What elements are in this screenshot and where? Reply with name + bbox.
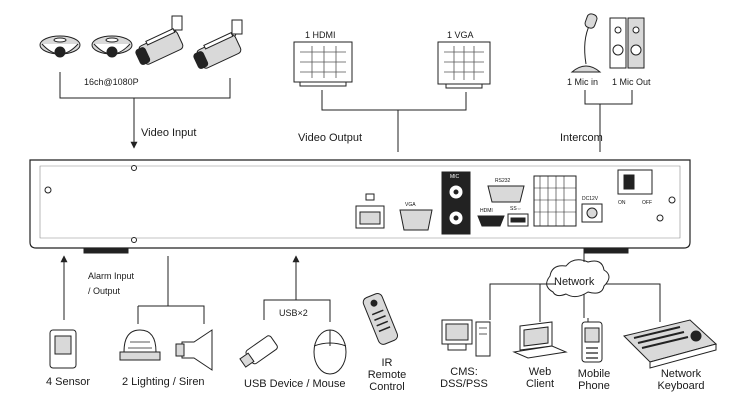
network-keyboard-icon (623, 319, 718, 369)
microphone-icon (570, 13, 602, 73)
switch-on-label: ON (618, 200, 626, 206)
network-group: Network CMS: DSS/PSS Web Client Mobile (440, 252, 718, 392)
cameras-group: 16ch@1080P Video Input (39, 15, 243, 149)
sensor-label: 4 Sensor (46, 376, 90, 388)
usb-devices-label: USB Device / Mouse (244, 378, 345, 390)
ir-label-1: IR (382, 357, 393, 369)
cms-label-1: CMS: (450, 366, 478, 378)
ir-remote-group: IR Remote Control (362, 293, 407, 393)
bullet-camera-icon (135, 15, 184, 65)
speakers-icon (609, 17, 645, 69)
video-input-label: Video Input (141, 127, 196, 139)
dome-camera-icon (39, 35, 81, 58)
ir-label-3: Control (369, 381, 404, 393)
usb-count-label: USB×2 (279, 308, 308, 318)
ir-label-2: Remote (368, 369, 407, 381)
cms-label-2: DSS/PSS (440, 378, 488, 390)
mobile-label-1: Mobile (578, 368, 610, 380)
dome-camera-icon (91, 35, 133, 58)
intercom-label: Intercom (560, 132, 603, 144)
usb-port-label: SS⇔ (510, 206, 522, 212)
mouse-icon (313, 329, 347, 375)
usb-group: USB×2 USB Device / Mouse (239, 255, 347, 390)
hdmi-label: 1 HDMI (305, 30, 336, 40)
video-output-group: 1 HDMI 1 VGA Video Output (293, 30, 491, 152)
lighting-label: 2 Lighting / Siren (122, 376, 205, 388)
vga-port-label: VGA (405, 202, 416, 208)
network-cloud-icon (546, 259, 610, 298)
alarm-group: Alarm Input / Output 4 Sensor 2 Lighting… (46, 255, 213, 388)
mic-out-label: 1 Mic Out (612, 77, 651, 87)
rs232-port[interactable]: RS232 (487, 178, 525, 203)
mic-in-label: 1 Mic in (567, 77, 598, 87)
camera-spec-label: 16ch@1080P (84, 77, 139, 87)
desktop-pc-icon (441, 319, 491, 357)
network-label: Network (554, 276, 595, 288)
mic-ports[interactable]: MIC (441, 171, 471, 235)
alarm-label-2: / Output (88, 286, 121, 296)
siren-icon (175, 329, 213, 371)
switch-off-label: OFF (642, 200, 652, 206)
rs232-port-label: RS232 (495, 178, 511, 184)
vga-port[interactable]: VGA (399, 202, 433, 231)
hdmi-monitor-icon (293, 41, 353, 87)
remote-control-icon (362, 293, 399, 345)
usb-port[interactable]: SS⇔ (507, 206, 529, 227)
web-label-2: Client (526, 378, 554, 390)
mobile-phone-icon (581, 318, 603, 363)
alarm-label-1: Alarm Input (88, 271, 135, 281)
mobile-label-2: Phone (578, 380, 610, 392)
keyboard-label-1: Network (661, 368, 702, 380)
alarm-terminal-block[interactable] (533, 175, 577, 227)
sensor-icon (49, 329, 77, 369)
mic-port-label: MIC (450, 174, 460, 180)
video-output-label: Video Output (298, 132, 362, 144)
power-port[interactable]: DC12V (581, 196, 603, 223)
intercom-group: 1 Mic in 1 Mic Out Intercom (560, 13, 651, 152)
vga-label: 1 VGA (447, 30, 474, 40)
power-switch[interactable]: ON OFF (617, 169, 653, 206)
hdmi-port[interactable]: HDMI (477, 208, 505, 227)
keyboard-label-2: Keyboard (657, 380, 704, 392)
vga-monitor-icon (437, 41, 491, 89)
laptop-icon (512, 321, 568, 359)
usb-stick-icon (239, 335, 278, 368)
warning-light-icon (119, 329, 161, 361)
lan-port[interactable] (355, 193, 385, 229)
nvr-rear-panel: VGA MIC RS232 HDMI SS⇔ DC1 (29, 159, 691, 254)
hdmi-port-label: HDMI (480, 208, 493, 214)
power-port-label: DC12V (582, 196, 599, 202)
web-label-1: Web (529, 366, 551, 378)
bullet-camera-icon (193, 19, 243, 69)
